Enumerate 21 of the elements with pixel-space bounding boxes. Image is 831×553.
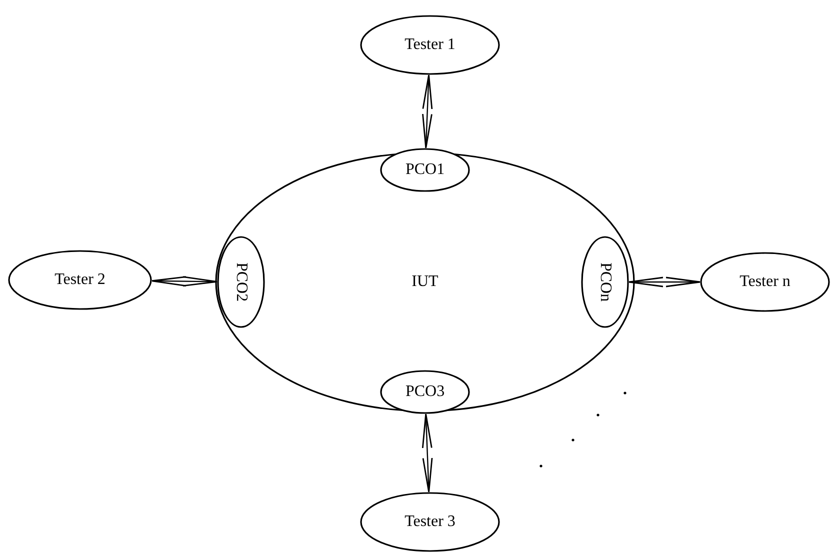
double-arrow [422, 74, 433, 149]
node-label: PCOn [596, 262, 614, 302]
ellipse-node [8, 250, 152, 310]
node-label: Tester 3 [404, 513, 456, 531]
ellipse-node [700, 252, 830, 312]
double-arrow [628, 276, 701, 288]
ellipse-node [581, 236, 629, 328]
ellipse-node [217, 236, 265, 328]
node-label: IUT [412, 273, 438, 291]
ellipse-node [360, 15, 500, 75]
node-label: Tester 1 [404, 36, 456, 54]
ellipse-node [380, 148, 470, 192]
node-label: PCO2 [232, 262, 250, 302]
double-arrow [151, 276, 218, 287]
node-label: PCO3 [405, 383, 445, 401]
ellipse-node [360, 492, 500, 552]
ellipse-node [380, 370, 470, 414]
double-arrow [422, 413, 433, 493]
node-label: PCO1 [405, 161, 445, 179]
node-label: Tester n [740, 273, 790, 291]
node-label: Tester 2 [54, 271, 106, 289]
